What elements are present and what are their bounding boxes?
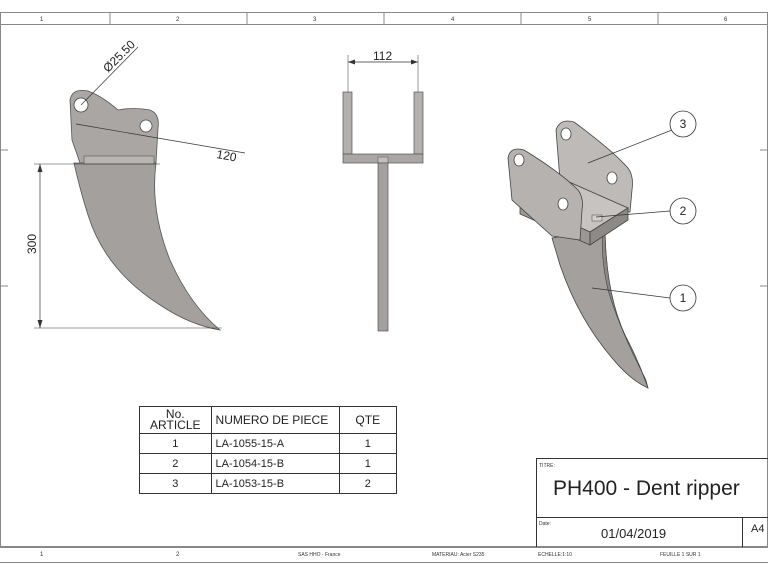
footer-sheet: FEUILLE 1 SUR 1 — [660, 552, 701, 558]
bom-part-number: LA-1055-15-A — [210, 433, 340, 454]
sheet-format: A4 — [751, 523, 765, 535]
title-label: TITRE: — [539, 463, 555, 469]
balloon-3-label: 3 — [680, 117, 687, 131]
width-arrow-right — [411, 59, 418, 65]
iso-tooth-edge — [601, 223, 649, 389]
balloon-1 — [669, 284, 697, 312]
table-row: 1 LA-1055-15-A 1 — [139, 433, 398, 454]
format-box: A4 — [742, 517, 768, 547]
height-dimension: 300 — [25, 234, 39, 254]
iso-base-side — [589, 207, 629, 246]
iso-hole-2 — [557, 197, 569, 211]
side-view: Ø25.50 120 300 — [25, 37, 246, 331]
front-view-right-plate — [413, 91, 424, 155]
bom-header-article: No. ARTICLE — [139, 406, 212, 434]
front-view: 112 — [342, 49, 424, 332]
balloon-1-label: 1 — [680, 291, 687, 305]
grid-col-5: 5 — [588, 17, 592, 23]
bill-of-materials: No. ARTICLE NUMERO DE PIECE QTE 1 LA-105… — [139, 406, 398, 494]
balloon-2-leader — [595, 210, 671, 218]
grid-col-2: 2 — [176, 17, 180, 23]
bom-header-row: No. ARTICLE NUMERO DE PIECE QTE — [139, 406, 398, 434]
drawing-date: 01/04/2019 — [601, 526, 667, 541]
footer-company: SAS HHO - France — [298, 552, 341, 558]
date-label: Date: — [539, 521, 551, 527]
title-block: TITRE: PH400 - Dent ripper Date: 01/04/2… — [536, 458, 768, 547]
top-grid-ticks — [0, 12, 768, 287]
balloon-3-leader — [587, 129, 673, 164]
width-dimension: 112 — [373, 49, 392, 63]
iso-tooth — [551, 223, 649, 389]
footer-scale: ECHELLE:1:10 — [538, 552, 572, 558]
footer-strip: 1 2 SAS HHO - France MATERIAU: Acier S23… — [0, 547, 768, 563]
grid-col-3: 3 — [313, 17, 317, 23]
side-view-tooth — [73, 162, 222, 331]
iso-hole-4 — [606, 171, 618, 185]
grid-col-6: 6 — [724, 17, 728, 23]
balloon-1-leader — [591, 287, 671, 299]
balloon-3 — [669, 110, 697, 138]
iso-front-plate — [507, 148, 583, 241]
bom-qty: 2 — [338, 473, 398, 494]
title-box — [537, 459, 768, 518]
grid-col-4: 4 — [451, 17, 455, 23]
diameter-leader — [80, 46, 139, 106]
front-view-tooth — [377, 162, 389, 332]
balloon-2-label: 2 — [680, 204, 687, 218]
spacing-dimension-line — [75, 123, 246, 154]
table-row: 3 LA-1053-15-B 2 — [139, 473, 398, 494]
iso-weld — [591, 214, 603, 222]
spacing-dimension: 120 — [215, 147, 237, 164]
grid-col-1: 1 — [40, 17, 44, 23]
table-row: 2 LA-1054-15-B 1 — [139, 453, 398, 474]
iso-hole-1 — [513, 153, 525, 167]
side-view-plate — [69, 90, 159, 164]
bom-header-part-number: NUMERO DE PIECE — [210, 406, 340, 434]
grid-bottom-col-1: 1 — [40, 552, 44, 558]
drawing-title: PH400 - Dent ripper — [553, 477, 740, 500]
width-arrow-left — [348, 59, 355, 65]
bom-article: 3 — [139, 473, 212, 494]
height-arrow-bottom — [37, 320, 43, 328]
iso-hole-3 — [560, 127, 572, 141]
height-arrow-top — [37, 164, 43, 172]
bom-part-number: LA-1054-15-B — [210, 453, 340, 474]
front-view-left-plate — [342, 91, 353, 155]
bom-header-qty: QTE — [338, 406, 398, 434]
side-view-hole-back — [139, 119, 153, 133]
bom-qty: 1 — [338, 453, 398, 474]
footer-material: MATERIAU: Acier S235 — [432, 552, 485, 558]
side-view-weld-plate — [83, 155, 155, 165]
balloon-2 — [669, 197, 697, 225]
isometric-view: 3 2 1 — [507, 110, 697, 389]
front-view-weld — [377, 156, 389, 164]
bom-qty: 1 — [338, 433, 398, 454]
grid-bottom-col-2: 2 — [176, 552, 180, 558]
bom-part-number: LA-1053-15-B — [210, 473, 340, 494]
diameter-dimension: Ø25.50 — [100, 37, 138, 75]
bom-article: 2 — [139, 453, 212, 474]
bom-article: 1 — [139, 433, 212, 454]
